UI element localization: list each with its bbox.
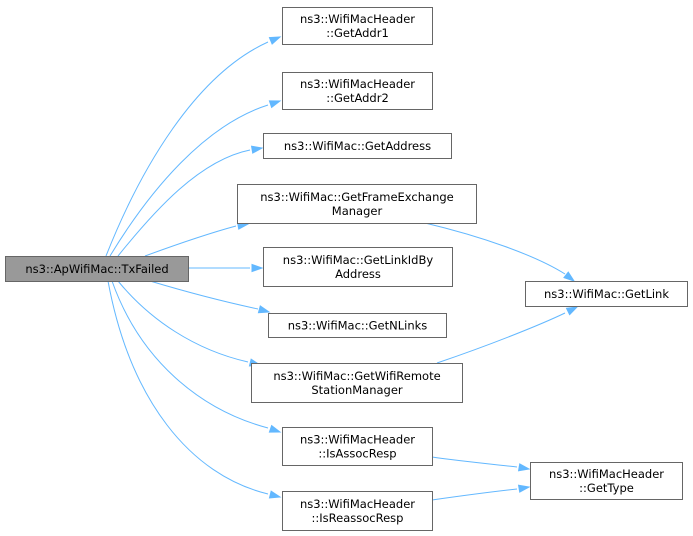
- edge-txfailed-to-getnlinks: [149, 280, 271, 314]
- node-isassocresp[interactable]: ns3::WifiMacHeader::IsAssocResp: [282, 427, 433, 466]
- edge-line: [117, 149, 251, 257]
- node-box: [237, 184, 477, 224]
- edge-txfailed-to-getwifiremote: [117, 280, 262, 367]
- arrowhead-icon: [565, 306, 579, 316]
- node-box: [282, 491, 433, 531]
- node-box: [5, 256, 189, 282]
- node-label-line: ns3::WifiMac::GetLink: [544, 287, 669, 301]
- nodes-layer: ns3::ApWifiMac::TxFailedns3::WifiMacHead…: [5, 7, 688, 531]
- edge-getframeexchange-to-getlink: [424, 222, 576, 282]
- edge-line: [431, 456, 518, 468]
- node-label-line: ns3::WifiMacHeader: [300, 497, 415, 511]
- node-box: [525, 281, 688, 307]
- arrowhead-icon: [268, 424, 282, 433]
- node-label-line: StationManager: [311, 383, 403, 397]
- edge-txfailed-to-getframeexchange: [144, 221, 250, 257]
- node-label-line: ::GetType: [579, 481, 634, 495]
- node-isreassocresp[interactable]: ns3::WifiMacHeader::IsReassocResp: [282, 491, 433, 531]
- edge-line: [107, 280, 269, 495]
- node-label-line: ns3::WifiMacHeader: [549, 467, 664, 481]
- arrowhead-icon: [517, 484, 531, 493]
- arrowhead-icon: [250, 145, 264, 154]
- node-getlink[interactable]: ns3::WifiMac::GetLink: [525, 281, 688, 307]
- node-label-line: ns3::WifiMacHeader: [300, 433, 415, 447]
- node-box: [263, 133, 452, 159]
- node-getaddr2[interactable]: ns3::WifiMacHeader::GetAddr2: [282, 72, 433, 110]
- edge-txfailed-to-isreassocresp: [107, 280, 282, 499]
- edge-line: [109, 104, 269, 257]
- arrowhead-icon: [268, 36, 282, 45]
- arrowhead-icon: [251, 263, 264, 273]
- edge-txfailed-to-getaddr2: [109, 100, 282, 257]
- arrowhead-icon: [257, 305, 271, 314]
- arrowhead-icon: [268, 100, 282, 109]
- edge-line: [111, 280, 269, 429]
- edge-line: [424, 222, 566, 275]
- node-label-line: ns3::WifiMac::GetFrameExchange: [260, 190, 453, 204]
- arrowhead-icon: [517, 463, 531, 472]
- edge-line: [431, 488, 518, 501]
- node-gettype[interactable]: ns3::WifiMacHeader::GetType: [530, 462, 683, 500]
- node-getwifiremote[interactable]: ns3::WifiMac::GetWifiRemoteStationManage…: [251, 363, 463, 403]
- edge-line: [436, 312, 566, 364]
- node-label-line: ::IsReassocResp: [312, 511, 404, 525]
- node-label-line: ns3::WifiMac::GetLinkIdBy: [283, 253, 434, 267]
- node-label-line: ns3::WifiMac::GetNLinks: [288, 319, 428, 333]
- node-label-line: ns3::WifiMac::GetWifiRemote: [273, 369, 440, 383]
- node-label-line: ns3::WifiMacHeader: [300, 77, 415, 91]
- edge-line: [117, 280, 249, 363]
- node-box: [282, 427, 433, 466]
- node-txfailed[interactable]: ns3::ApWifiMac::TxFailed: [5, 256, 189, 282]
- arrowhead-icon: [268, 490, 282, 499]
- edge-isreassocresp-to-gettype: [431, 484, 531, 501]
- node-label-line: ::GetAddr1: [326, 26, 389, 40]
- node-label-line: ns3::WifiMac::GetAddress: [284, 139, 431, 153]
- node-label-line: Manager: [332, 204, 383, 218]
- node-getnlinks[interactable]: ns3::WifiMac::GetNLinks: [268, 313, 447, 338]
- edge-txfailed-to-getlinkidbyaddress: [188, 263, 264, 273]
- node-box: [282, 7, 433, 45]
- node-label-line: ::GetAddr2: [326, 91, 389, 105]
- edge-getwifiremote-to-getlink: [436, 306, 579, 364]
- node-box: [282, 72, 433, 110]
- edge-isassocresp-to-gettype: [431, 456, 531, 472]
- edge-txfailed-to-getaddress: [117, 145, 264, 257]
- node-label-line: Address: [335, 267, 381, 281]
- node-box: [263, 247, 453, 287]
- node-box: [251, 363, 463, 403]
- node-label-line: ns3::ApWifiMac::TxFailed: [25, 262, 168, 276]
- node-getaddress[interactable]: ns3::WifiMac::GetAddress: [263, 133, 452, 159]
- edge-line: [144, 225, 237, 257]
- node-label-line: ns3::WifiMacHeader: [300, 12, 415, 26]
- node-box: [530, 462, 683, 500]
- edge-line: [149, 280, 259, 310]
- edges-layer: [105, 36, 579, 501]
- edge-line: [105, 41, 269, 257]
- arrowhead-icon: [563, 271, 576, 282]
- node-box: [268, 313, 447, 338]
- node-label-line: ::IsAssocResp: [318, 447, 396, 461]
- edge-txfailed-to-getaddr1: [105, 36, 282, 257]
- edge-txfailed-to-isassocresp: [111, 280, 282, 433]
- node-getaddr1[interactable]: ns3::WifiMacHeader::GetAddr1: [282, 7, 433, 45]
